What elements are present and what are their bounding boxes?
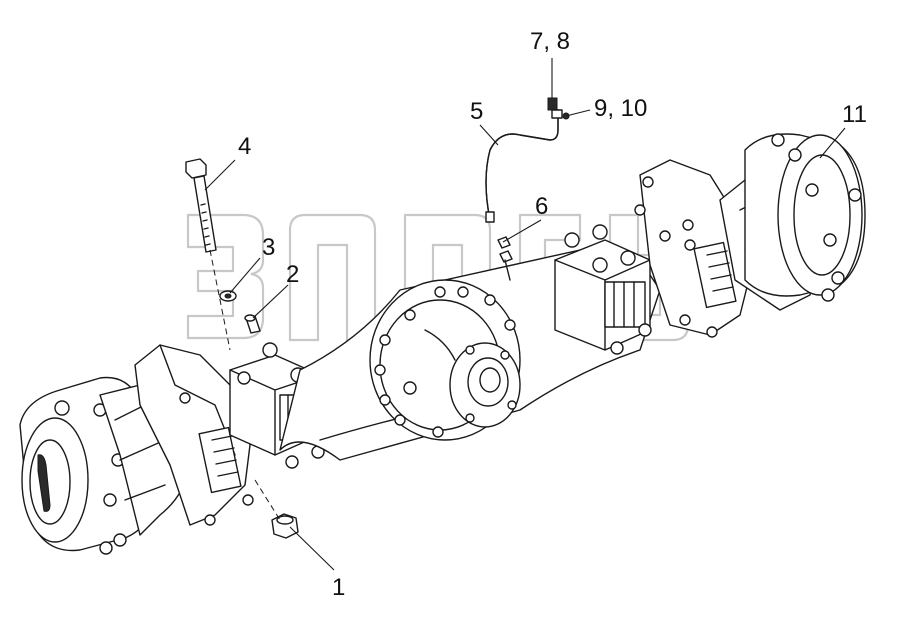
callout-9-10: 9, 10: [594, 95, 648, 122]
right-spring-saddle: [554, 224, 652, 355]
sleeve-part-2: [244, 314, 261, 334]
pinion-flange: [449, 342, 521, 428]
right-wheel-hub: [744, 133, 866, 302]
callout-7-8: 7, 8: [530, 28, 571, 55]
callout-3: 3: [262, 234, 276, 261]
washer-part-3: [219, 290, 237, 302]
callout-1: 1: [332, 574, 346, 601]
left-brake-caliper: [134, 344, 254, 526]
callout-11: 11: [842, 101, 867, 128]
bolt-part-4: [185, 158, 217, 253]
leader-lines: [204, 58, 846, 571]
left-wheel-hub: [19, 376, 157, 555]
fitting-part-7-8-9-10: [547, 97, 570, 120]
callout-2: 2: [286, 261, 300, 288]
brake-hose-part-5: [485, 109, 559, 223]
callout-6: 6: [535, 193, 549, 220]
assembly-line-bolt: [209, 249, 231, 351]
nut-part-1: [271, 513, 299, 539]
callout-4: 4: [238, 133, 252, 160]
callout-5: 5: [470, 98, 484, 125]
assembly-line-nut: [254, 479, 281, 521]
